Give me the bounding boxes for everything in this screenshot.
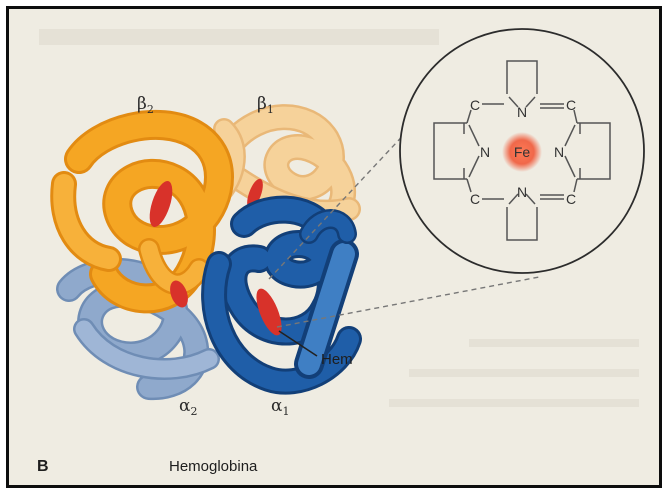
figure-caption: Hemoglobina <box>169 458 258 475</box>
carbon-bottom-left: C <box>470 191 480 207</box>
heme-inset: Fe N N N N C C C C <box>400 29 644 273</box>
hem-label: Hem <box>321 351 353 368</box>
figure-panel: Hem β2 β1 α2 α1 <box>6 6 662 488</box>
hemoglobin-diagram: Hem β2 β1 α2 α1 <box>9 9 659 485</box>
nitrogen-right: N <box>554 144 564 160</box>
alpha2-label: α2 <box>179 396 197 418</box>
carbon-top-right: C <box>566 97 576 113</box>
beta2-label: β2 <box>137 94 154 116</box>
carbon-top-left: C <box>470 97 480 113</box>
nitrogen-top: N <box>517 104 527 120</box>
iron-label: Fe <box>514 144 531 160</box>
beta1-label: β1 <box>257 94 274 116</box>
nitrogen-bottom: N <box>517 184 527 200</box>
nitrogen-left: N <box>480 144 490 160</box>
alpha1-label: α1 <box>271 396 289 418</box>
carbon-bottom-right: C <box>566 191 576 207</box>
panel-letter: B <box>37 458 49 475</box>
